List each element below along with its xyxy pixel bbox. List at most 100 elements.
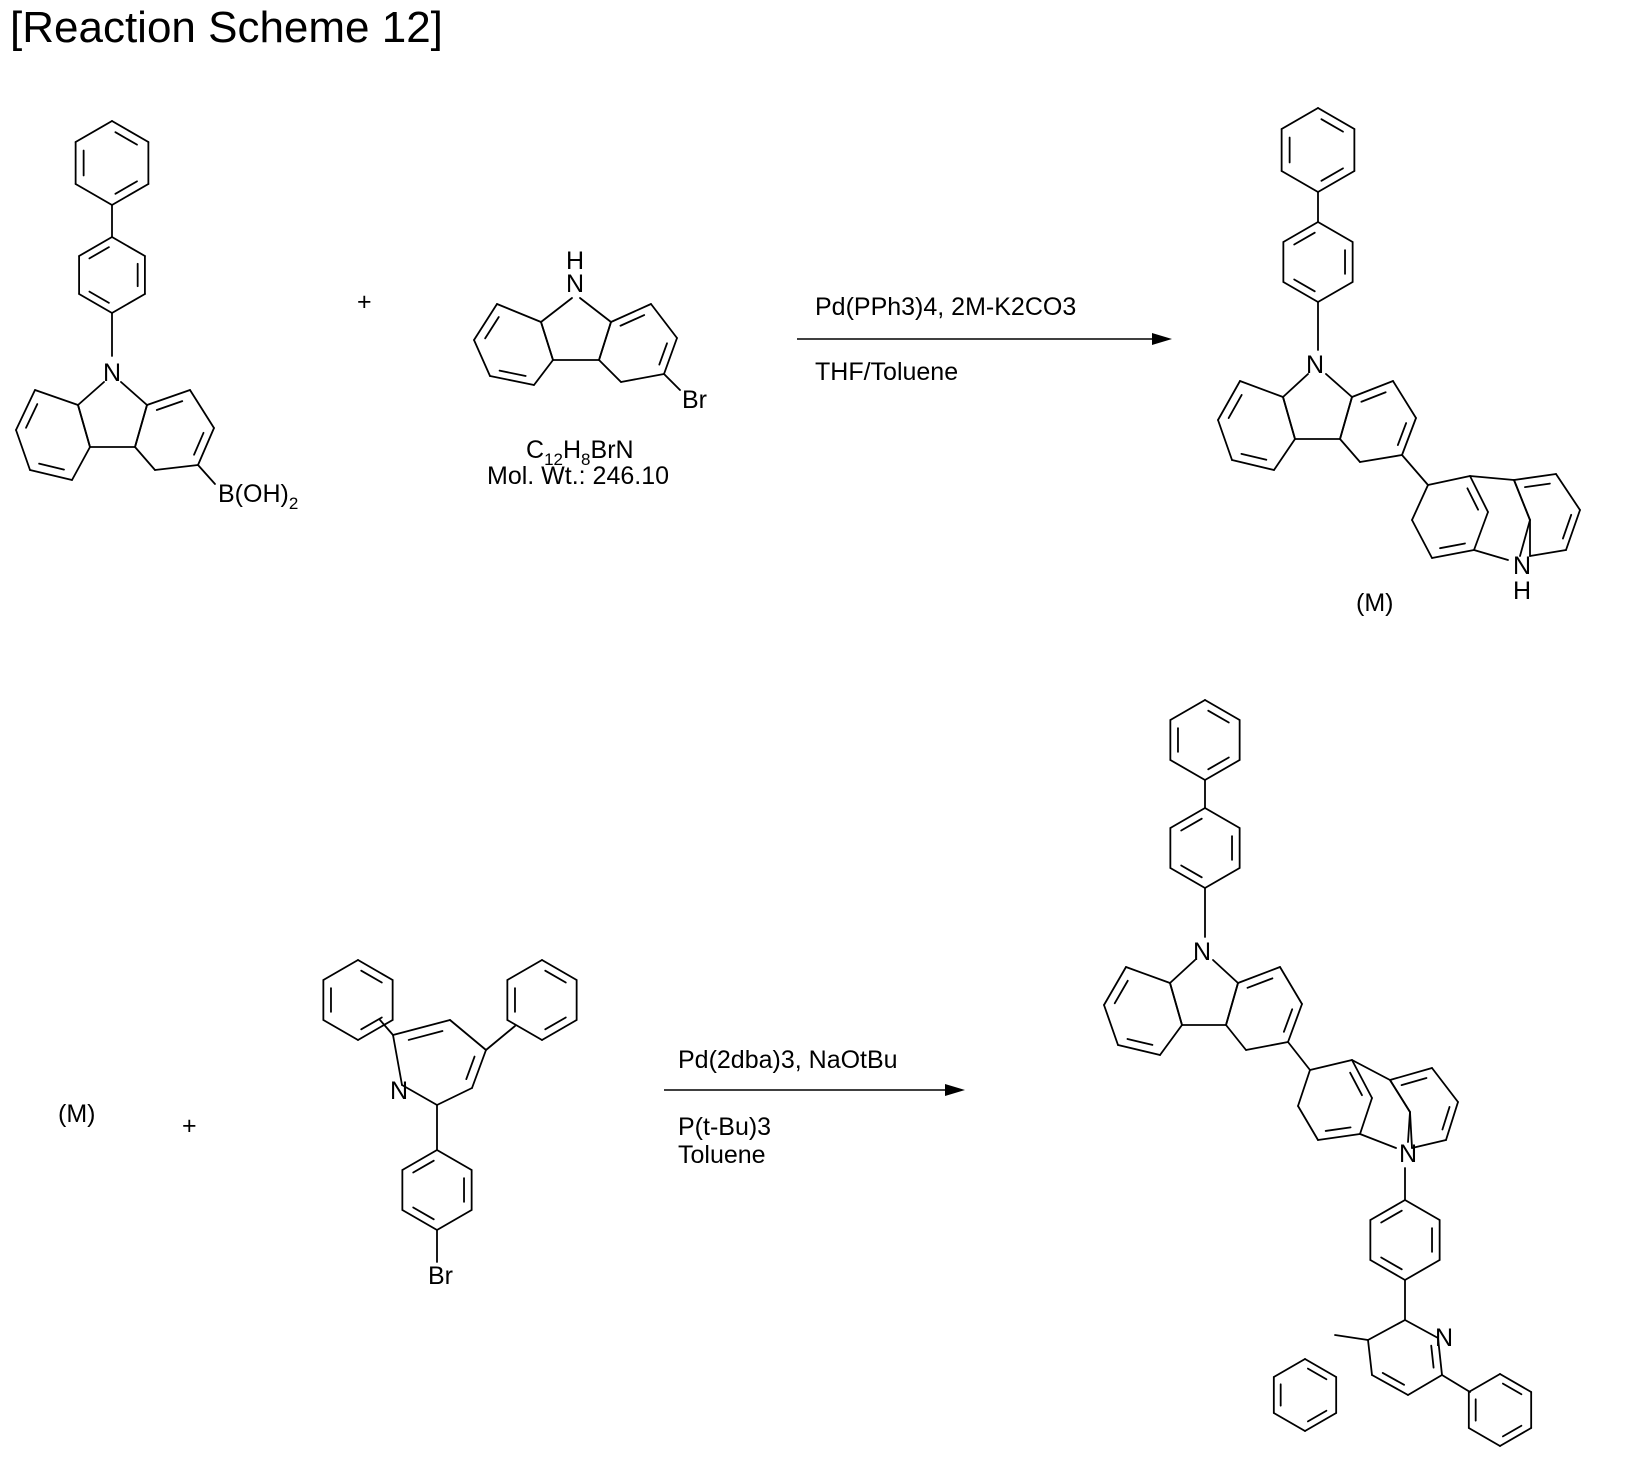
benzo-ring-left — [26, 404, 37, 428]
reaction-arrow-1 — [797, 333, 1172, 345]
benzo-ring-right — [1402, 418, 1416, 455]
bond — [1213, 960, 1238, 983]
phenyl-ring — [76, 121, 112, 142]
benzo-ring — [1556, 474, 1580, 510]
phenyl-ring — [1469, 1428, 1500, 1446]
benzo-ring-left — [16, 430, 30, 470]
phenyl-ring — [358, 1020, 393, 1040]
benzo-ring-right — [198, 428, 214, 465]
phenyl-ring — [1469, 1374, 1500, 1392]
phenylene-ring — [1370, 1260, 1405, 1280]
benzo-ring-right — [659, 343, 667, 364]
phenyl-ring — [1318, 108, 1354, 129]
benzo-ring — [1412, 1140, 1446, 1148]
phenylene-ring — [1370, 1200, 1405, 1220]
benzo-ring-left — [1232, 460, 1274, 470]
benzo-ring-right — [1246, 1042, 1288, 1050]
atom-label-br: Br — [428, 1262, 453, 1290]
benzo-ring-right — [194, 433, 203, 455]
pyridine-ring — [1405, 1320, 1438, 1338]
benzo-ring — [1412, 485, 1428, 520]
phenylene-ring — [1283, 282, 1318, 302]
benzo-ring — [1326, 1127, 1351, 1131]
benzo-ring-left — [1240, 381, 1283, 397]
phenyl-ring — [1274, 1413, 1305, 1431]
pyridine-ring — [409, 1031, 443, 1040]
benzo-ring-left — [1104, 1005, 1118, 1045]
benzo-ring — [1514, 474, 1556, 480]
benzo-ring-left — [1218, 420, 1232, 460]
benzo-ring-right — [599, 322, 611, 360]
plus-sign-1: + — [357, 288, 372, 316]
benzo-ring-right — [135, 405, 147, 447]
benzo-ring-left — [474, 340, 490, 376]
phenyl-ring — [1205, 760, 1240, 780]
benzo-ring — [1360, 1098, 1372, 1134]
benzo-ring-right — [1340, 439, 1360, 462]
benzo-ring-right — [599, 360, 621, 382]
benzo-ring-right — [190, 390, 214, 428]
atom-label-n: N — [1193, 938, 1211, 966]
condition-bottom-1: THF/Toluene — [815, 358, 958, 386]
phenyl-ring — [1274, 1359, 1305, 1377]
benzo-ring-left — [474, 304, 497, 340]
pyridine-ring — [1408, 1375, 1442, 1395]
product-label-m: (M) — [1356, 589, 1393, 617]
benzo-ring — [1566, 510, 1580, 550]
bond — [1326, 374, 1352, 397]
benzo-ring-left — [1283, 397, 1295, 439]
atom-label-n: N — [1435, 1324, 1453, 1352]
bond — [541, 298, 572, 322]
pyridine-ring — [450, 1020, 486, 1050]
phenylene-ring — [112, 237, 145, 256]
benzo-ring-right — [664, 338, 677, 374]
benzo-ring-left — [500, 371, 526, 376]
condition-top-1: Pd(PPh3)4, 2M-K2CO3 — [815, 293, 1076, 321]
phenyl-ring — [1305, 1413, 1336, 1431]
phenylene-ring — [437, 1150, 472, 1170]
benzo-ring-left — [1170, 983, 1182, 1025]
benzo-ring — [1432, 550, 1474, 558]
benzo-ring-right — [1352, 381, 1393, 397]
benzo-ring-right — [1340, 397, 1352, 439]
benzo-ring-right — [1360, 455, 1402, 462]
scheme-title: [Reaction Scheme 12] — [10, 3, 443, 52]
pyridine-ring — [393, 1020, 450, 1035]
benzo-ring-left — [30, 470, 72, 480]
bond — [1335, 1335, 1368, 1340]
molecule-bonds — [16, 108, 1580, 1446]
benzo-ring — [1525, 484, 1550, 488]
benzo-ring-right — [135, 447, 155, 470]
benzo-ring-left — [72, 447, 90, 480]
atom-label-n: N — [566, 270, 584, 298]
benzo-ring — [1470, 476, 1488, 512]
phenylene-ring — [1405, 1260, 1440, 1280]
bond — [1402, 455, 1428, 485]
phenylene-ring — [1170, 868, 1205, 888]
boronic-acid-label: B(OH)2 — [218, 480, 298, 513]
phenyl-ring — [112, 184, 148, 205]
bond — [1283, 374, 1308, 397]
phenyl-ring — [1500, 1374, 1531, 1392]
phenylene-ring — [112, 294, 145, 313]
phenylene-ring — [1170, 808, 1205, 828]
molecular-weight: Mol. Wt.: 246.10 — [487, 462, 669, 490]
benzo-ring — [1298, 1106, 1318, 1140]
benzo-ring — [1402, 1078, 1427, 1085]
phenyl-ring — [358, 960, 393, 980]
reactant-label-m: (M) — [58, 1100, 95, 1128]
atom-label-br: Br — [682, 386, 707, 414]
benzo-ring-right — [1248, 978, 1273, 987]
phenyl-ring — [323, 960, 358, 980]
phenyl-ring — [1282, 171, 1318, 192]
pyridine-ring — [437, 1088, 472, 1105]
benzo-ring-left — [1118, 1045, 1160, 1055]
benzo-ring-right — [1284, 1009, 1292, 1032]
atom-label-n: N — [1513, 552, 1531, 580]
benzo-ring-left — [1104, 967, 1126, 1005]
benzo-ring-right — [611, 304, 651, 322]
benzo-ring-left — [35, 390, 78, 405]
benzo-ring-left — [1274, 439, 1295, 470]
benzo-ring — [1432, 1068, 1458, 1102]
